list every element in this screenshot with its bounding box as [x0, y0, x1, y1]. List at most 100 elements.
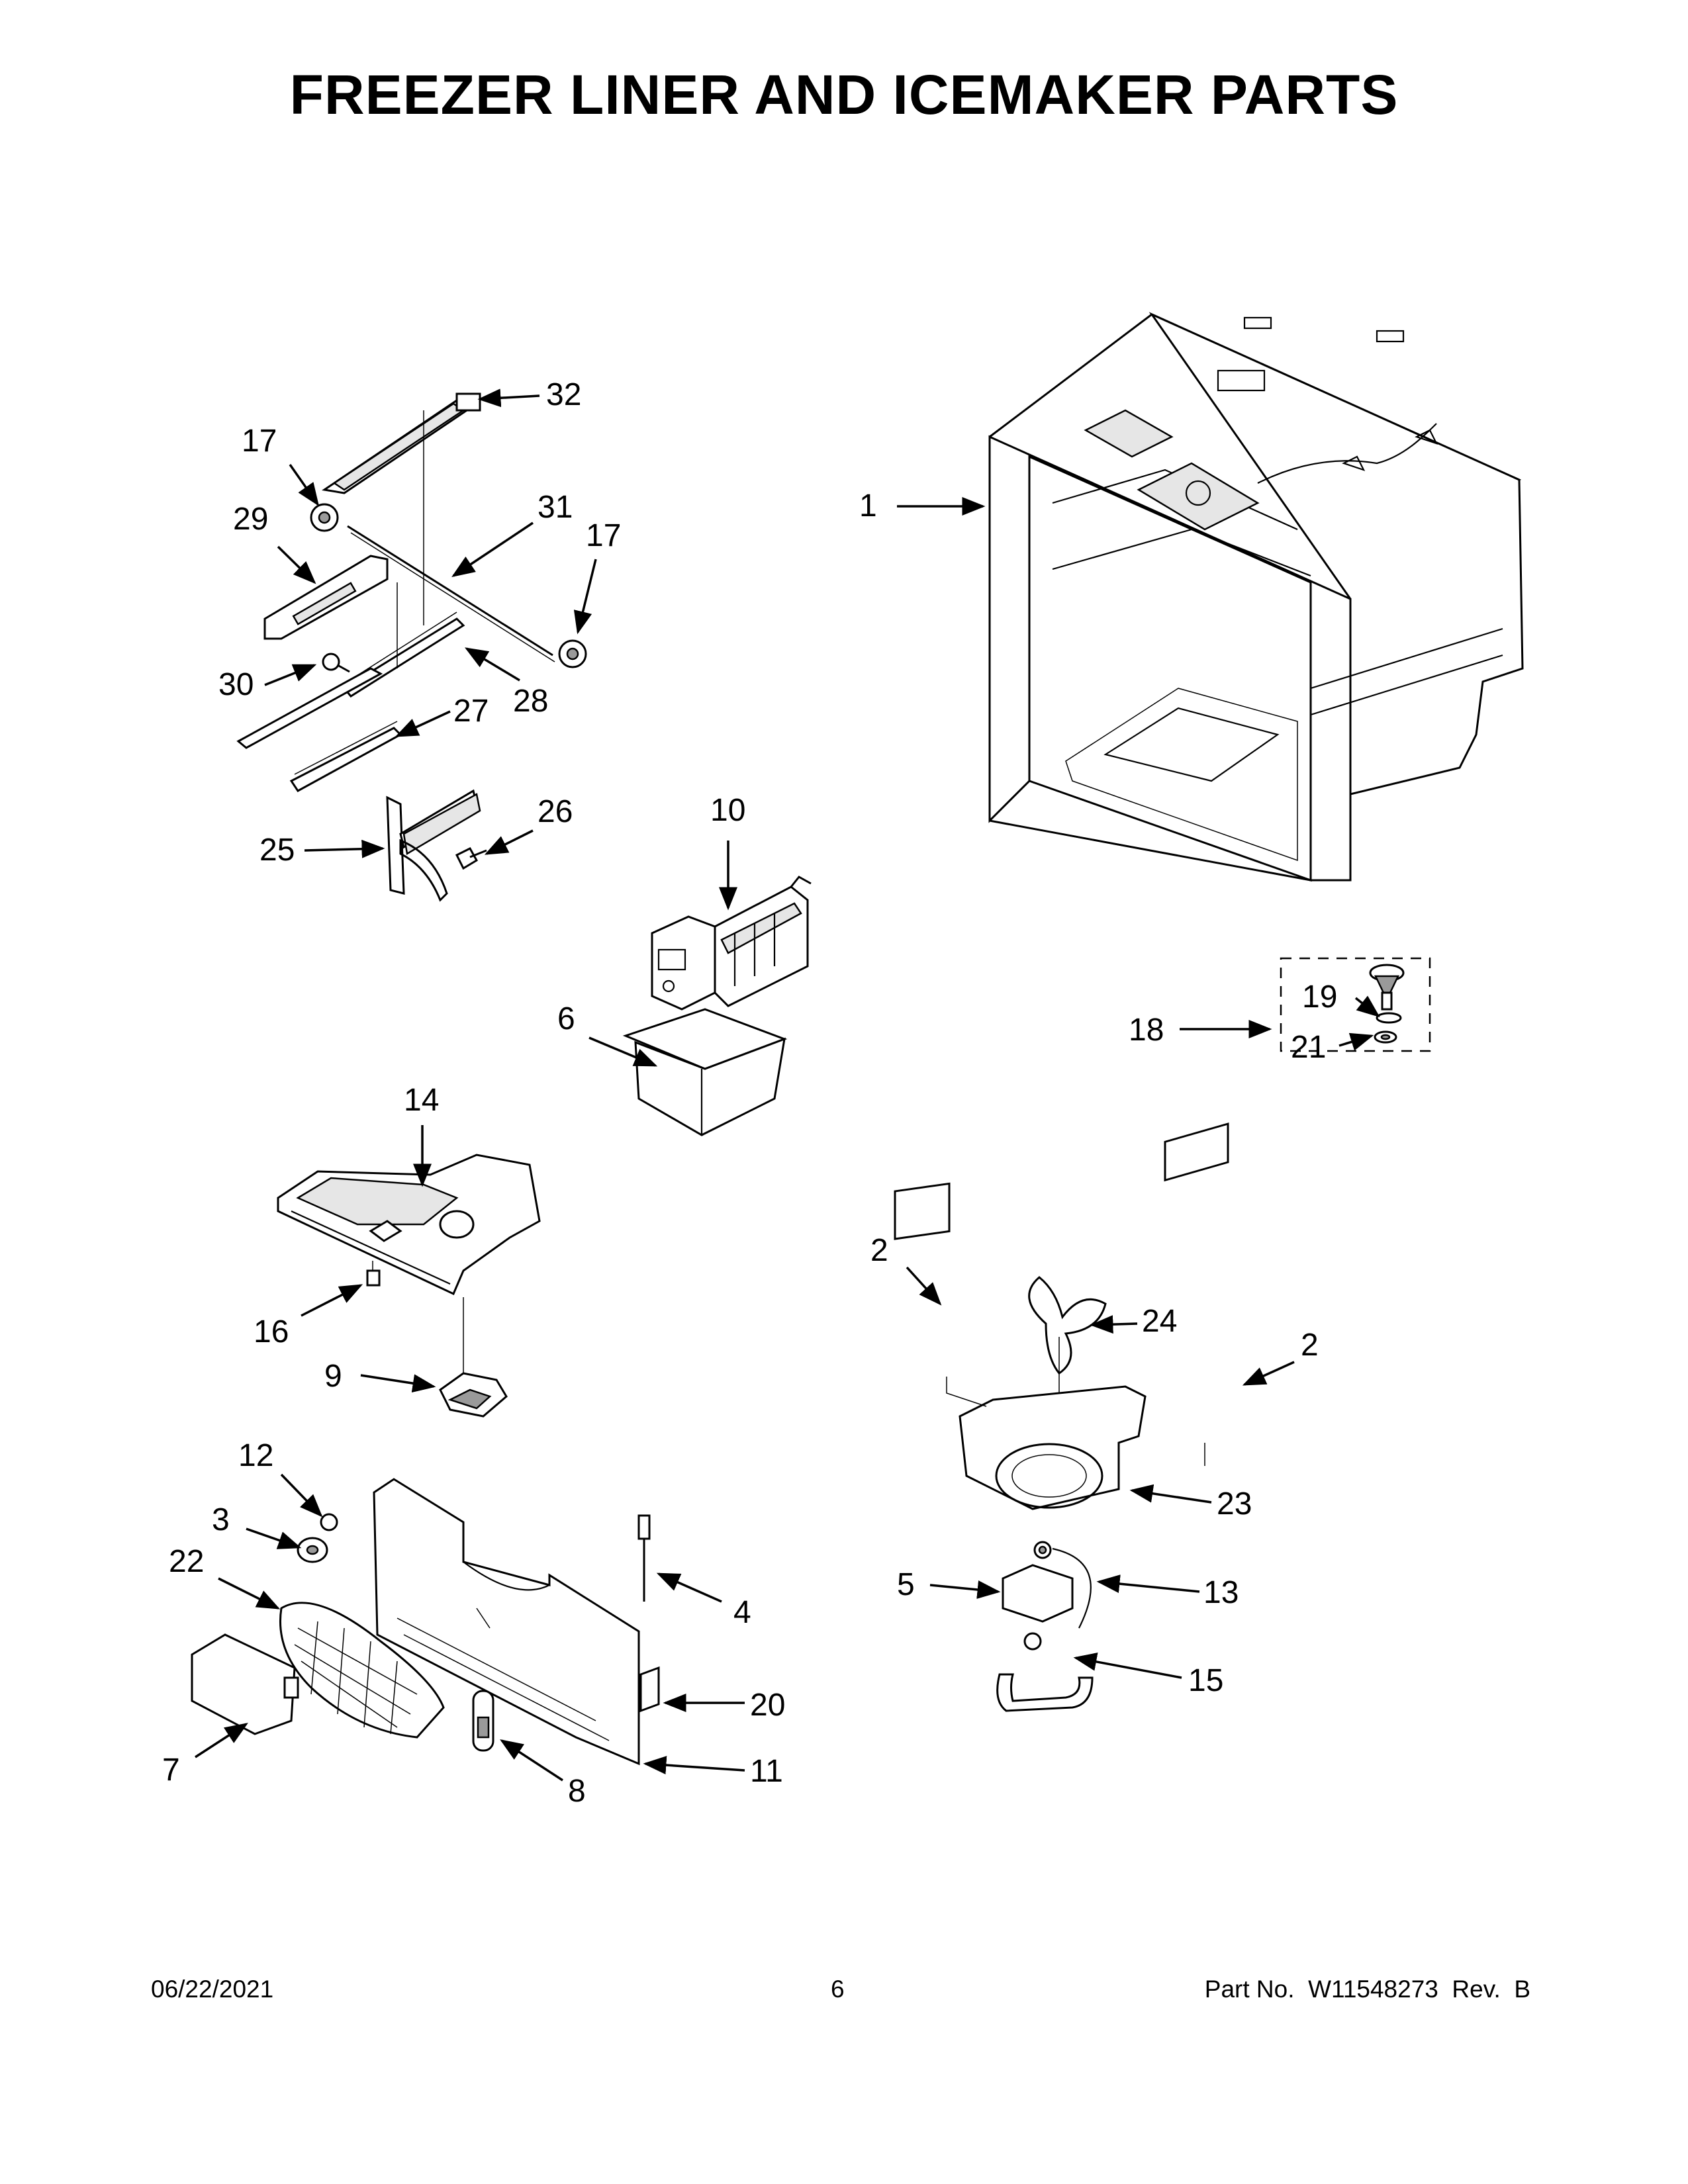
part-12-screw: [320, 1513, 338, 1531]
svg-text:29: 29: [233, 502, 268, 537]
part-26-screw: [455, 847, 487, 870]
callout-14: 14: [404, 1083, 439, 1187]
svg-text:17: 17: [586, 518, 621, 553]
part-29-bracket: [263, 555, 389, 640]
callout-30: 30: [218, 664, 317, 702]
part-4-sensor: [637, 1514, 651, 1602]
part-23-fan-housing: [946, 1377, 1205, 1510]
part-9-cover: [439, 1372, 508, 1418]
callout-16: 16: [254, 1284, 363, 1349]
part-17-gear-left: [310, 503, 339, 532]
part-8-light: [472, 1690, 494, 1752]
part-10-icemaker: [651, 876, 812, 1011]
callout-27: 27: [395, 694, 489, 737]
callout-15: 15: [1073, 1653, 1223, 1698]
part-5-motor: [1002, 1541, 1092, 1629]
callout-9: 9: [324, 1359, 436, 1394]
callout-28: 28: [464, 647, 548, 719]
callout-17-left: 17: [242, 424, 320, 506]
footer-page-number: 6: [831, 1976, 845, 2003]
svg-text:27: 27: [453, 694, 489, 729]
callout-20: 20: [663, 1688, 785, 1723]
svg-text:32: 32: [546, 377, 581, 412]
callout-2-right: 2: [1242, 1328, 1319, 1386]
callout-23: 23: [1129, 1484, 1252, 1522]
svg-text:23: 23: [1217, 1486, 1252, 1522]
svg-text:25: 25: [259, 833, 295, 868]
callout-25: 25: [259, 833, 385, 868]
callout-26: 26: [484, 794, 573, 855]
footer-part-number: Part No. W11548273 Rev. B: [1204, 1976, 1530, 2003]
svg-text:15: 15: [1188, 1663, 1223, 1698]
callout-3: 3: [212, 1502, 302, 1549]
part-16-clip: [366, 1269, 381, 1287]
callout-7: 7: [162, 1723, 248, 1788]
part-31-rod: [347, 525, 553, 657]
svg-text:9: 9: [324, 1359, 342, 1394]
part-3-thermostat: [297, 1537, 328, 1563]
part-15-bracket: [996, 1632, 1094, 1712]
svg-text:1: 1: [859, 488, 877, 523]
callout-12: 12: [238, 1438, 323, 1518]
svg-text:24: 24: [1142, 1304, 1177, 1339]
svg-text:7: 7: [162, 1752, 180, 1788]
svg-text:20: 20: [750, 1688, 785, 1723]
svg-text:30: 30: [218, 667, 254, 702]
part-18-kit: [1280, 957, 1431, 1052]
svg-text:19: 19: [1302, 979, 1337, 1015]
svg-text:4: 4: [733, 1595, 751, 1630]
svg-text:5: 5: [897, 1567, 915, 1602]
part-6-ice-bin: [622, 1008, 788, 1136]
svg-text:2: 2: [870, 1233, 888, 1268]
callout-31: 31: [451, 490, 573, 577]
part-17-gear-right: [558, 639, 587, 668]
svg-text:10: 10: [710, 793, 745, 828]
callout-21: 21: [1291, 1030, 1374, 1065]
footer-date: 06/22/2021: [151, 1976, 274, 2003]
svg-text:11: 11: [750, 1754, 783, 1789]
callout-32: 32: [477, 377, 581, 412]
part-32-rail: [322, 392, 481, 494]
svg-text:22: 22: [169, 1544, 204, 1579]
callout-6: 6: [557, 1001, 658, 1067]
callout-19: 19: [1302, 979, 1380, 1018]
callout-10: 10: [710, 793, 745, 911]
svg-text:13: 13: [1203, 1575, 1239, 1610]
svg-text:26: 26: [538, 794, 573, 829]
callout-1: 1: [859, 488, 986, 523]
svg-text:31: 31: [538, 490, 573, 525]
svg-text:6: 6: [557, 1001, 575, 1036]
callout-8: 8: [500, 1739, 586, 1809]
part-20-bar: [639, 1666, 660, 1713]
freezer-liner: [988, 312, 1524, 882]
part-30-screw: [322, 653, 350, 673]
page-title: FREEZER LINER AND ICEMAKER PARTS: [289, 64, 1399, 126]
part-22-grille: [279, 1602, 445, 1739]
svg-text:28: 28: [513, 684, 548, 719]
part-27-slide: [289, 727, 402, 792]
callout-18: 18: [1129, 1013, 1272, 1048]
part-2-pad-left: [894, 1182, 951, 1240]
part-11-panel: [373, 1478, 640, 1766]
part-2-pad-right: [1164, 1122, 1229, 1182]
callout-17-right: 17: [573, 518, 621, 635]
callout-22: 22: [169, 1544, 281, 1610]
svg-text:21: 21: [1291, 1030, 1326, 1065]
svg-text:17: 17: [242, 424, 277, 459]
svg-text:3: 3: [212, 1502, 230, 1537]
part-14-housing: [277, 1154, 541, 1296]
callout-24: 24: [1090, 1304, 1177, 1339]
svg-text:18: 18: [1129, 1013, 1164, 1048]
svg-text:16: 16: [254, 1314, 289, 1349]
callout-4: 4: [656, 1572, 751, 1630]
svg-text:12: 12: [238, 1438, 273, 1473]
part-25-bracket: [386, 789, 481, 902]
callout-5: 5: [897, 1567, 1001, 1602]
callout-13: 13: [1096, 1574, 1239, 1610]
part-7-duct: [191, 1633, 299, 1735]
svg-text:8: 8: [568, 1774, 586, 1809]
callout-2-left: 2: [870, 1233, 942, 1306]
svg-text:14: 14: [404, 1083, 439, 1118]
callout-11: 11: [643, 1754, 783, 1789]
